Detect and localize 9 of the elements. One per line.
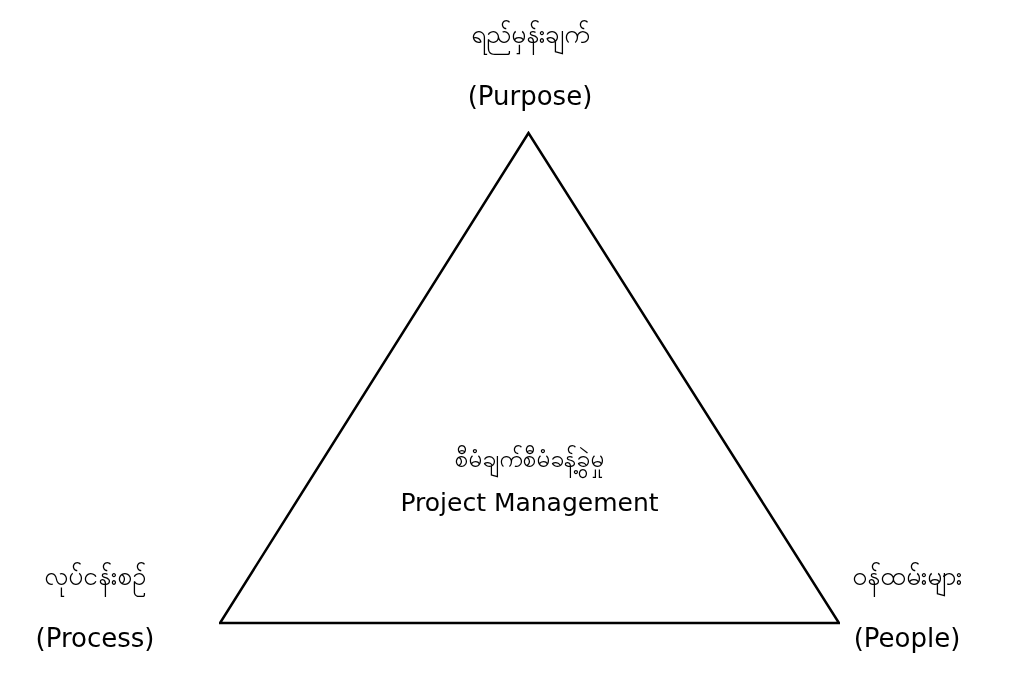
corner-label: ရည်မှန်းချက် <box>470 14 590 54</box>
corner-label: (Process) <box>35 622 155 655</box>
triangle-shape <box>219 131 840 625</box>
corner-label: (People) <box>853 622 961 655</box>
corner-label: လုပ်ငန်းစဉ် <box>44 556 146 596</box>
corner-label: ဝန်ထမ်းများ <box>852 556 962 596</box>
node-text: စီမံချက်စီမံခန့်ခွဲမှု <box>455 441 604 477</box>
node-text: Project Management <box>400 487 659 519</box>
corner-label: (Purpose) <box>467 80 593 113</box>
